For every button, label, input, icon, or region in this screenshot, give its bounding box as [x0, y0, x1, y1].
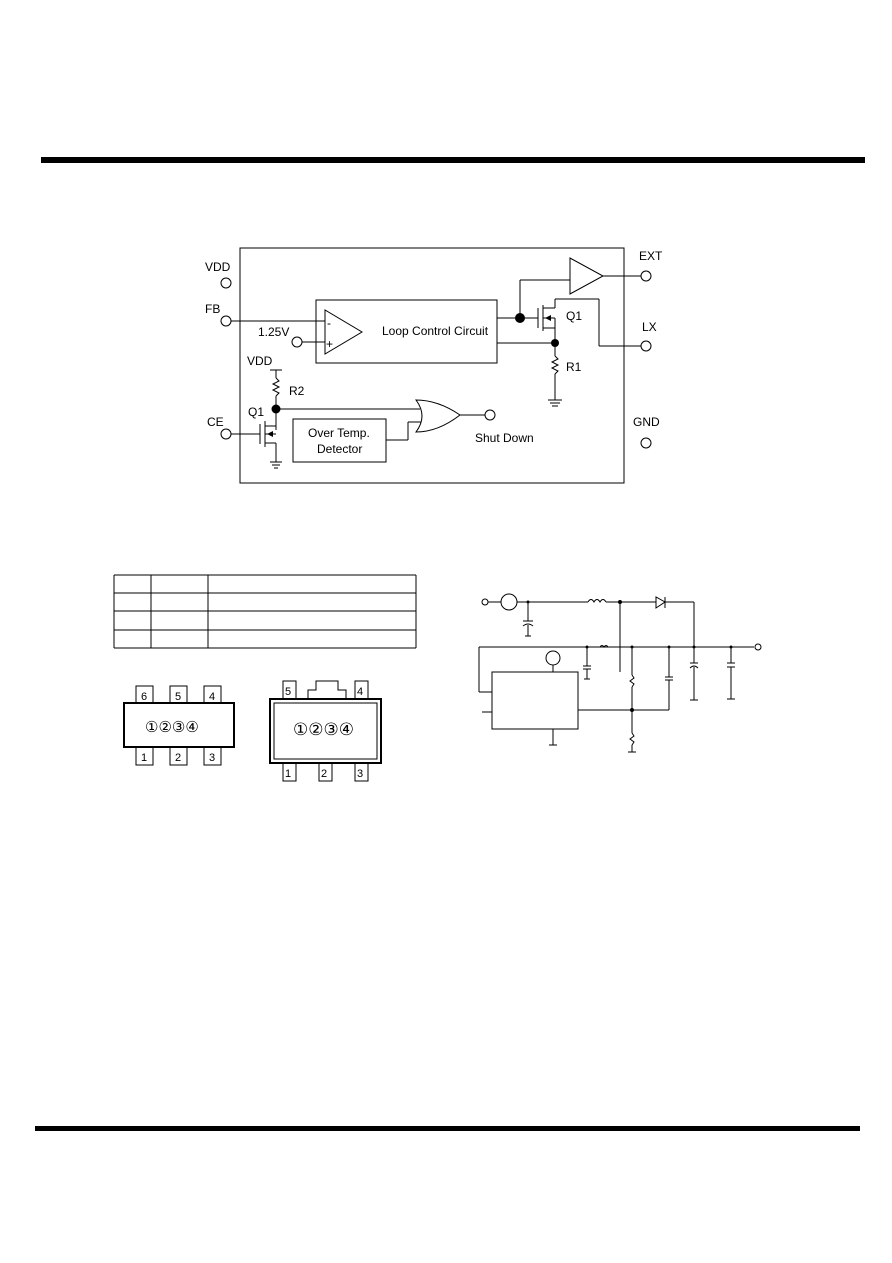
shutdown-label: Shut Down	[475, 431, 534, 445]
input-source	[500, 593, 518, 611]
q1-left-arrow	[267, 431, 273, 437]
sot89-pin-5: 5	[285, 686, 291, 698]
ext-terminal	[640, 270, 652, 282]
sot23-pin-5: 5	[175, 691, 181, 703]
sot23-pin-4: 4	[209, 691, 215, 703]
ic-box	[491, 671, 579, 730]
over-temp-line2: Detector	[317, 442, 362, 456]
circuit-junctions	[526, 600, 733, 649]
sot89-5-package	[269, 680, 382, 782]
sot89-marking: ①②③④	[293, 720, 354, 739]
ref-voltage-label: 1.25V	[258, 325, 289, 339]
ext-buffer	[569, 257, 605, 295]
opamp-plus-label: +	[326, 337, 333, 351]
sot89-pin-3: 3	[357, 768, 363, 780]
lx-pin-label: LX	[642, 320, 657, 334]
loop-control-label: Loop Control Circuit	[382, 324, 489, 338]
ce-terminal	[220, 428, 232, 440]
r2-label: R2	[289, 384, 305, 398]
sot89-pin-1: 1	[285, 768, 291, 780]
q1-right-arrow	[545, 315, 551, 321]
vdd-internal-label: VDD	[247, 354, 273, 368]
ce-pin-label: CE	[207, 415, 224, 429]
chip-outline	[239, 247, 625, 484]
source-node	[551, 339, 559, 347]
gate-node	[515, 313, 525, 323]
r2-node	[271, 404, 281, 414]
r2-resistor	[271, 377, 281, 397]
sot23-6-package	[123, 685, 235, 766]
sot23-pin-2: 2	[175, 752, 181, 764]
sot89-pin-4: 4	[357, 686, 363, 698]
or-gate	[415, 399, 461, 433]
ext-pin-label: EXT	[639, 249, 663, 263]
opamp-minus-label: -	[327, 316, 331, 330]
sot23-marking: ①②③④	[145, 719, 199, 736]
sot23-pin-1: 1	[141, 752, 147, 764]
lx-terminal	[640, 340, 652, 352]
header-rule	[41, 157, 865, 163]
application-circuit	[478, 593, 762, 753]
ref-terminal	[291, 336, 303, 348]
vdd-pin-label: VDD	[205, 260, 231, 274]
sot89-pin-2: 2	[321, 768, 327, 780]
block-diagram	[220, 247, 652, 484]
fb-pin-label: FB	[205, 302, 220, 316]
gnd-pin-label: GND	[633, 415, 660, 429]
gnd-terminal	[640, 437, 652, 449]
pin-table	[113, 574, 417, 649]
inductor	[587, 599, 607, 603]
sot23-pin-6: 6	[141, 691, 147, 703]
over-temp-line1: Over Temp.	[308, 426, 370, 440]
footer-rule	[35, 1126, 860, 1131]
sot23-pin-3: 3	[209, 752, 215, 764]
r1-resistor	[550, 355, 560, 375]
error-amplifier	[324, 309, 363, 355]
loop-control-box	[315, 299, 498, 364]
q1-right-label: Q1	[566, 309, 582, 323]
fb-terminal	[220, 315, 232, 327]
shutdown-terminal	[484, 409, 496, 421]
vdd-terminal	[220, 277, 232, 289]
diode	[655, 596, 666, 609]
r1-label: R1	[566, 360, 582, 374]
q1-left-label: Q1	[248, 405, 264, 419]
